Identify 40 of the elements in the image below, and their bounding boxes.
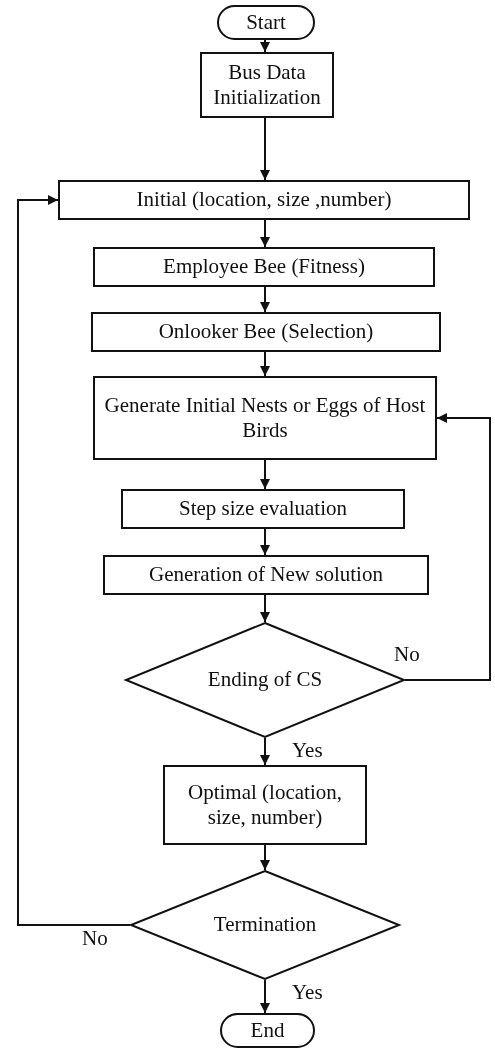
node-label: Start [246,9,286,36]
process-box [103,555,429,595]
process-box [93,376,437,460]
process-box [121,489,405,529]
node-label: Onlooker Bee (Selection) [158,319,374,345]
node-label: Generation of New solution [149,562,383,588]
arrow [260,844,270,871]
node-label: Ending of CS [207,667,323,693]
node-label: Initial (location, size ,number) [136,187,392,213]
arrow [260,39,270,53]
node-label: Generate Initial Nests or Eggs of Host Birds [103,392,427,444]
edge-label: No [82,928,108,949]
arrow [260,286,270,313]
process-box [200,52,334,118]
edge-label: Yes [292,740,323,761]
node-label: Employee Bee (Fitness) [163,254,365,280]
node-label: Optimal (location, size, number) [187,779,343,831]
edge-label: No [394,644,420,665]
arrow [260,117,270,181]
arrow [17,195,131,926]
arrow [260,459,270,490]
arrow [404,413,491,681]
terminal-pill [217,5,315,40]
arrow [260,737,270,766]
node-label: Bus Data Initialization [212,59,322,111]
edge-label: Yes [292,982,323,1003]
arrow [260,351,270,377]
arrow [260,219,270,248]
decision-diamond [130,870,400,980]
process-box [58,180,470,220]
node-label: Step size evaluation [179,496,347,522]
process-box [163,765,367,845]
node-label: End [250,1017,285,1044]
arrow [260,528,270,556]
node-label: Termination [213,912,317,938]
process-box [91,312,441,352]
process-box [93,247,435,287]
arrow [260,594,270,623]
arrow [260,979,270,1014]
terminal-pill [220,1013,315,1048]
